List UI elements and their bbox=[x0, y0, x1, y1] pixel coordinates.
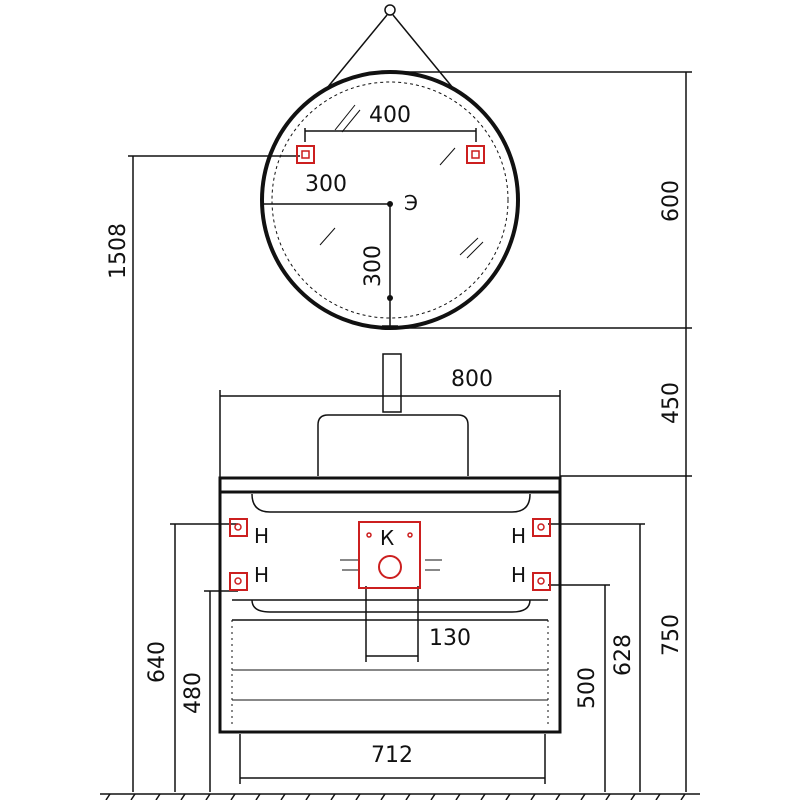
dimension-total-height bbox=[128, 155, 300, 792]
dimension-mirror-width bbox=[304, 128, 477, 142]
label-supply-top-right: Н bbox=[511, 524, 526, 548]
label-mirror-half-horizontal: 300 bbox=[305, 172, 347, 197]
mirror-bottom-dot bbox=[387, 295, 393, 301]
label-base-width: 712 bbox=[371, 743, 413, 768]
dimension-right-heights bbox=[548, 523, 645, 792]
supply-mount-bottom-left bbox=[229, 572, 248, 591]
dimension-drain-offset bbox=[365, 586, 419, 662]
label-right-high-height: 628 bbox=[611, 634, 636, 676]
mirror-mount-right bbox=[466, 145, 485, 164]
label-mirror-half-vertical: 300 bbox=[361, 245, 386, 287]
label-cabinet-height: 750 bbox=[659, 614, 684, 656]
label-electric-outlet: Э bbox=[404, 191, 418, 215]
label-supply-bottom-right: Н bbox=[511, 563, 526, 587]
supply-mount-bottom-right bbox=[532, 572, 551, 591]
dimension-mirror-center bbox=[261, 196, 398, 327]
label-drain-offset: 130 bbox=[429, 626, 471, 651]
supply-mount-top-left bbox=[229, 518, 248, 537]
mirror-mount-left bbox=[296, 145, 315, 164]
label-cabinet-width: 800 bbox=[451, 367, 493, 392]
label-total-height: 1508 bbox=[106, 223, 131, 279]
dimension-base-width bbox=[239, 734, 546, 784]
label-supply-bottom-left: Н bbox=[254, 563, 269, 587]
basin bbox=[317, 414, 469, 476]
dimension-left-heights bbox=[170, 523, 238, 792]
faucet bbox=[382, 353, 402, 413]
floor-line bbox=[100, 793, 700, 800]
mirror-strap bbox=[326, 4, 454, 89]
supply-mount-top-right bbox=[532, 518, 551, 537]
vanity-cabinet bbox=[218, 476, 562, 734]
drain-plate bbox=[358, 521, 421, 589]
label-mirror-width: 400 bbox=[369, 103, 411, 128]
dimension-mirror-height bbox=[390, 71, 692, 792]
label-supply-top-left: Н bbox=[254, 524, 269, 548]
label-hot-height: 640 bbox=[145, 641, 170, 683]
mirror-center-dot bbox=[387, 201, 393, 207]
label-drain: К bbox=[380, 526, 394, 550]
label-cold-height: 480 bbox=[181, 672, 206, 714]
label-gap-height: 450 bbox=[659, 382, 684, 424]
label-mirror-height: 600 bbox=[659, 180, 684, 222]
label-right-low-height: 500 bbox=[575, 667, 600, 709]
dimension-cabinet-width bbox=[219, 390, 561, 480]
